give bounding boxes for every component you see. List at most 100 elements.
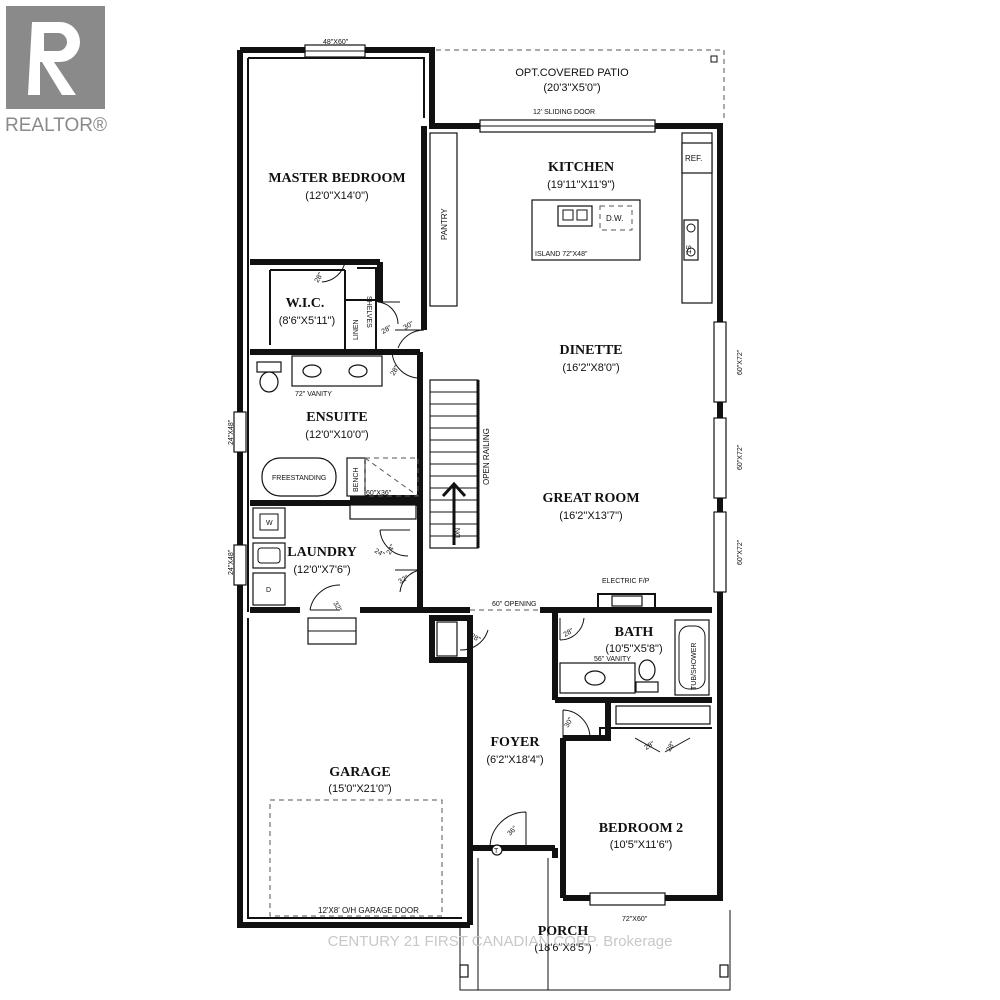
door-linen: [377, 301, 400, 325]
interior-walls: [250, 126, 712, 845]
shelves-label: SHELVES: [365, 296, 372, 328]
door-label-28-bed2-closet-2: 28": [666, 740, 677, 753]
linen-label: LINEN: [353, 319, 360, 340]
size-labels: 48"X60" 12' SLIDING DOOR 60"X72" 60"X72"…: [228, 39, 744, 923]
door-master: [395, 329, 425, 349]
windows: [233, 44, 727, 906]
laundry-closet-shelf: [349, 504, 417, 520]
thermostat-icon: [491, 844, 503, 856]
dryer: [252, 572, 286, 606]
wic-dims: (8'6"X5'11"): [279, 315, 335, 327]
refrigerator: [681, 142, 713, 174]
garage-door-label: 12'X8' O/H GARAGE DOOR: [318, 906, 419, 915]
porch-structure: [459, 858, 731, 991]
door-label-36-front: 36": [506, 825, 519, 838]
door-bath: [559, 617, 585, 641]
freestanding-label: FREESTANDING: [272, 475, 326, 482]
laundry-dims: (12'0"X7'6"): [293, 564, 350, 576]
stove-label: ST.: [684, 245, 691, 255]
garage-car-outline: [269, 799, 443, 917]
ensuite-dims: (12'0"X10'0"): [305, 429, 368, 441]
door-entry-closet: [459, 629, 489, 651]
freestanding-tub: [261, 457, 337, 497]
vanity-56-label: 56" VANITY: [594, 656, 631, 663]
door-label-28-entry: 28": [469, 633, 482, 644]
great-room-dims: (16'2"X13'7"): [559, 510, 622, 522]
bench-label: BENCH: [353, 467, 360, 492]
open-railing-label: OPEN RAILING: [482, 428, 491, 485]
garage-features: 12'X8' O/H GARAGE DOOR: [262, 617, 455, 919]
realtor-logo: REALTOR®: [5, 6, 107, 136]
washer: [252, 507, 286, 539]
vanity-72-label: 72" VANITY: [295, 391, 332, 398]
dinette-dims: (16'2"X8'0"): [562, 362, 619, 374]
door-label-30-master: 30": [403, 320, 416, 331]
patio-name: OPT.COVERED PATIO: [515, 67, 629, 79]
brokerage-watermark: CENTURY 21 FIRST CANADIAN CORP. Brokerag…: [328, 933, 673, 950]
ensuite-toilet: [259, 371, 279, 393]
dishwasher: [599, 205, 633, 231]
door-swings: T: [309, 261, 591, 856]
door-label-24-laundry-closet-2: 24": [386, 543, 397, 556]
porch-dims: (18'6"X8'5"): [534, 942, 591, 954]
bedroom2-name: BEDROOM 2: [599, 821, 683, 836]
window-left-1-label: 24"X48": [228, 419, 235, 445]
window-bed2-label: 72"X60": [622, 916, 648, 923]
door-wic: [320, 261, 346, 283]
ensuite-toilet-tank: [256, 361, 282, 373]
door-label-32-garage: 32": [331, 601, 342, 614]
pantry: [429, 132, 458, 307]
kitchen-fixtures: PANTRY REF. ST. D.W. ISLAND 72"X48": [429, 132, 713, 307]
bath-toilet-tank: [635, 681, 659, 693]
patio-dims: (20'3"X5'0"): [543, 82, 600, 94]
garage-name: GARAGE: [329, 765, 390, 780]
master-bedroom-name: MASTER BEDROOM: [268, 171, 405, 186]
master-bedroom-dims: (12'0"X14'0"): [305, 190, 368, 202]
electric-fireplace: ELECTRIC F/P: [597, 578, 656, 608]
bedroom2-dims: (10'5"X11'6"): [610, 839, 673, 851]
dw-label: D.W.: [606, 214, 623, 223]
ensuite-fixtures: 72" VANITY FREESTANDING BENCH 60"X36": [256, 355, 419, 497]
window-right-3-label: 60"X72": [737, 539, 744, 565]
stair-dn-label: DN: [455, 528, 462, 538]
dinette-name: DINETTE: [559, 343, 622, 358]
shower-size-label: 60"X36": [366, 490, 392, 497]
great-room-name: GREAT ROOM: [542, 491, 639, 506]
window-left-2-label: 24"X48": [228, 549, 235, 575]
window-right-2-label: 60"X72": [737, 444, 744, 470]
door-ensuite: [391, 351, 420, 379]
door-laundry: [395, 569, 421, 593]
door-label-24-laundry-closet-1: 24": [373, 548, 386, 559]
window-right-1-label: 60"X72": [737, 349, 744, 375]
door-label-28-wic: 28": [314, 271, 325, 284]
door-label-28-ensuite: 28": [390, 364, 401, 377]
bath-name: BATH: [615, 625, 654, 640]
foyer-dims: (6'2"X18'4"): [486, 754, 543, 766]
ensuite-name: ENSUITE: [306, 410, 367, 425]
pantry-label: PANTRY: [440, 208, 449, 240]
laundry-name: LAUNDRY: [287, 545, 357, 560]
door-label-30-bedroom2: 30": [564, 716, 575, 729]
tub-shower-label: TUB/SHOWER: [691, 643, 698, 690]
room-labels: MASTER BEDROOM (12'0"X14'0") W.I.C. (8'6…: [268, 67, 683, 954]
island-label: ISLAND 72"X48": [535, 251, 588, 258]
shower-stall: [364, 457, 419, 497]
bath-fixtures: 56" VANITY TUB/SHOWER: [559, 619, 710, 696]
foyer-name: FOYER: [491, 735, 541, 750]
sliding-door-label: 12' SLIDING DOOR: [533, 109, 595, 116]
laundry-fixtures: W D: [252, 504, 417, 606]
door-label-32-laundry: 32": [398, 574, 411, 585]
door-garage: [309, 584, 341, 611]
patio-outline: [436, 49, 725, 118]
door-laundry-closet: [379, 529, 410, 557]
staircase: OPEN RAILING DN: [429, 379, 491, 549]
washer-label: W: [266, 520, 273, 527]
door-label-28-bath: 28": [563, 627, 576, 638]
bedroom2-closet: [615, 705, 711, 753]
door-label-28-linen: 28": [381, 324, 394, 335]
kitchen-dims: (19'11"X11'9"): [547, 179, 615, 191]
electric-fp-label: ELECTRIC F/P: [602, 578, 650, 585]
thermostat-label: T: [494, 848, 499, 855]
ref-label: REF.: [685, 154, 702, 163]
stair-arrow-icon: [441, 481, 467, 545]
